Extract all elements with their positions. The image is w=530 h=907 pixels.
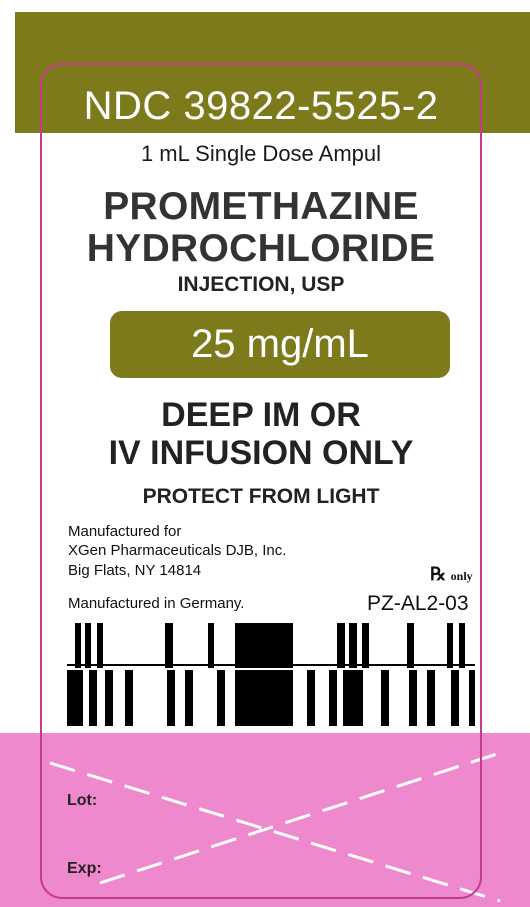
barcode [67, 623, 475, 726]
lot-field-label: Lot: [67, 792, 98, 809]
diagonal-x-marks [49, 751, 501, 903]
manufacturer-line3: Big Flats, NY 14814 [68, 562, 202, 579]
strength-badge [110, 311, 450, 378]
drug-name-line1: PROMETHAZINE [103, 185, 419, 228]
route-line2: IV INFUSION ONLY [108, 434, 414, 472]
package-description: 1 mL Single Dose Ampul [140, 141, 382, 166]
rx-only-badge: ℞ only [430, 564, 473, 585]
manufacturer-line2: XGen Pharmaceuticals DJB, Inc. [68, 542, 287, 559]
country-of-origin: Manufactured in Germany. [68, 595, 245, 612]
drug-name-line2: HYDROCHLORIDE [86, 227, 436, 270]
bottom-color-band [0, 733, 530, 907]
top-color-band [15, 12, 530, 133]
ndc-number: NDC 39822-5525-2 [83, 84, 439, 128]
rx-only-text: only [450, 569, 473, 583]
route-line1: DEEP IM OR [161, 396, 361, 434]
strength-text: 25 mg/mL [191, 322, 369, 366]
product-code: PZ-AL2-03 [367, 592, 469, 615]
storage-warning: PROTECT FROM LIGHT [142, 485, 380, 508]
exp-field-label: Exp: [67, 860, 102, 877]
manufacturer-line1: Manufactured for [68, 523, 182, 540]
dosage-form: INJECTION, USP [177, 273, 345, 296]
rx-symbol: ℞ [430, 564, 447, 584]
label-border [40, 63, 482, 899]
